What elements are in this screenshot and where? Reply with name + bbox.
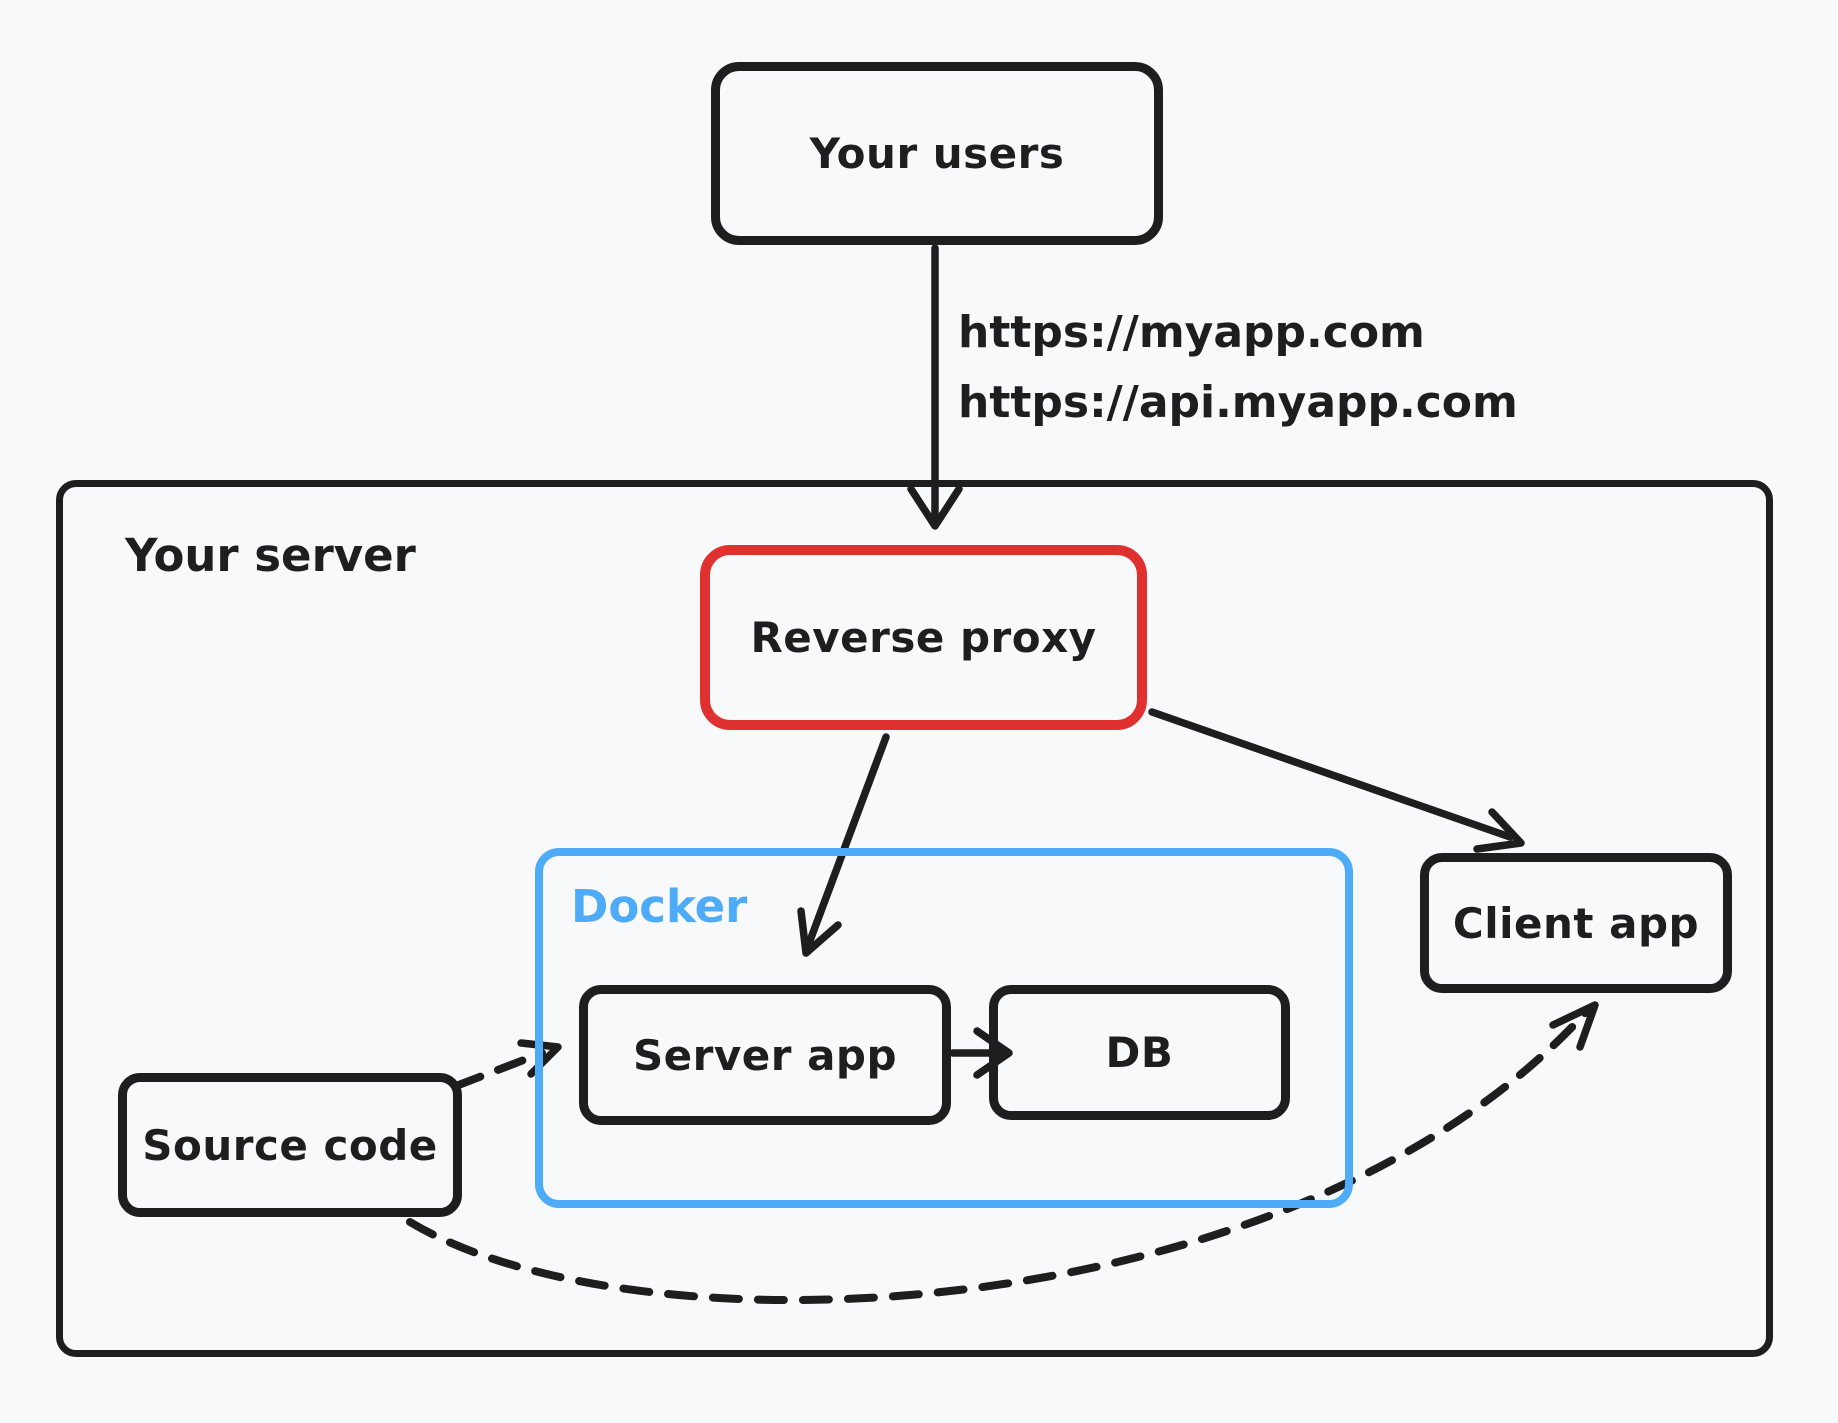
node-server-app-label: Server app xyxy=(632,1030,898,1080)
node-server-app: Server app xyxy=(579,985,951,1125)
edge-label-request-urls: https://myapp.com https://api.myapp.com xyxy=(958,298,1518,438)
node-reverse-proxy: Reverse proxy xyxy=(700,545,1147,730)
node-client-app: Client app xyxy=(1420,853,1732,993)
group-your-server: Your server xyxy=(56,480,1773,1357)
node-reverse-proxy-label: Reverse proxy xyxy=(750,613,1097,662)
node-client-app-label: Client app xyxy=(1452,898,1700,948)
node-db-label: DB xyxy=(1105,1028,1174,1077)
node-source-code-label: Source code xyxy=(142,1120,438,1170)
group-your-server-label: Your server xyxy=(125,529,416,582)
edge-label-url-api-myapp: https://api.myapp.com xyxy=(958,377,1518,428)
node-your-users-label: Your users xyxy=(809,129,1065,178)
group-docker-label: Docker xyxy=(571,880,748,933)
node-source-code: Source code xyxy=(118,1073,462,1217)
edge-label-url-myapp: https://myapp.com xyxy=(958,307,1425,358)
node-your-users: Your users xyxy=(711,62,1163,245)
group-docker: Docker xyxy=(535,848,1353,1208)
node-db: DB xyxy=(989,985,1290,1120)
